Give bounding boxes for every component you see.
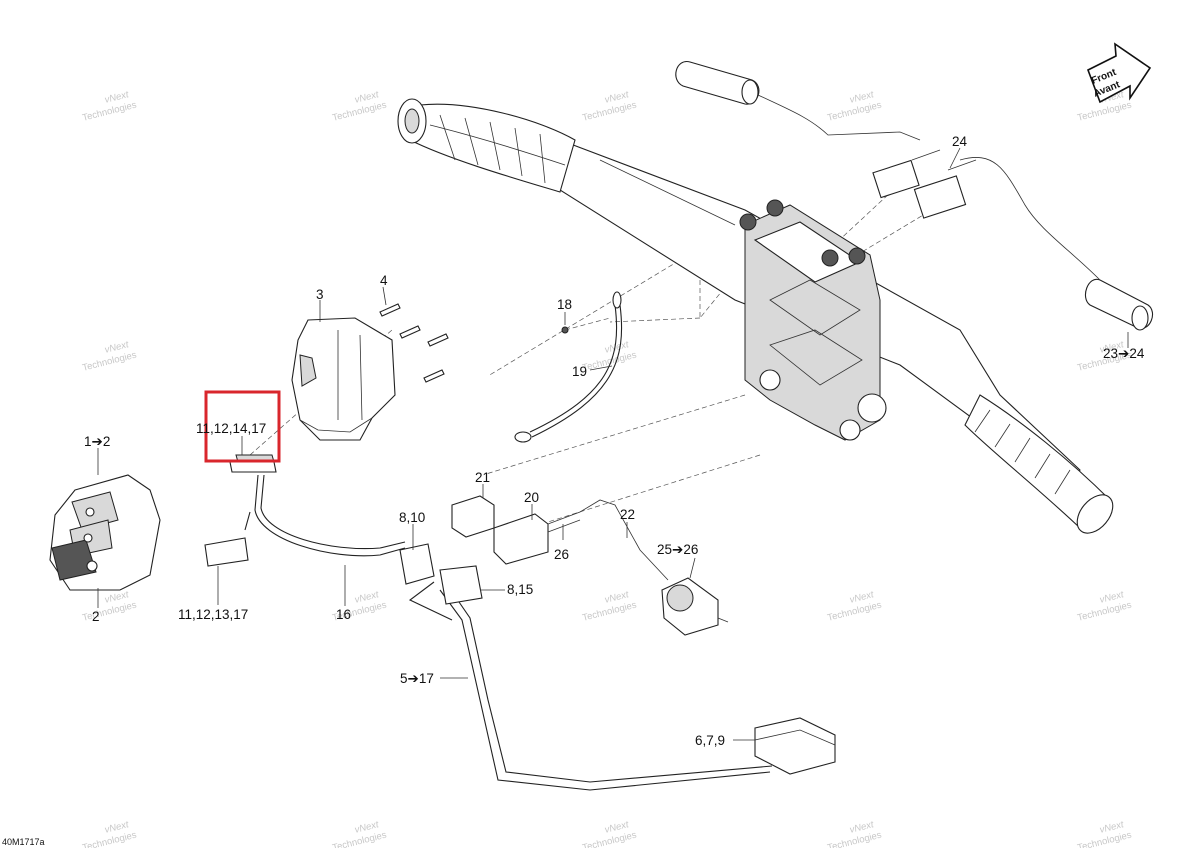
highlight-box	[204, 390, 281, 463]
callout-18: 18	[557, 297, 572, 312]
housing-cover	[291, 317, 396, 441]
callout-6-7-9: 6,7,9	[695, 733, 725, 748]
callout-25-to-26: 25➔26	[657, 542, 698, 557]
callout-8-15: 8,15	[507, 582, 533, 597]
handlebar	[397, 98, 1114, 534]
callout-4: 4	[380, 273, 388, 288]
callout-19: 19	[572, 364, 587, 379]
front-arrow-icon: Front Avant	[1086, 42, 1152, 104]
callout-24: 24	[952, 134, 968, 149]
callout-5-to-17: 5➔17	[400, 671, 434, 686]
callout-1-to-2: 1➔2	[84, 434, 110, 449]
callout-11-12-13-17: 11,12,13,17	[178, 607, 248, 622]
callout-11-12-14-17: 11,12,14,17	[196, 421, 266, 436]
callout-leaders	[97, 147, 1129, 741]
heated-grip-elements	[675, 61, 1153, 331]
callout-8-10: 8,10	[399, 510, 425, 525]
switch-housing	[49, 474, 161, 591]
heated-grip-switch	[661, 577, 729, 636]
callout-21: 21	[475, 470, 490, 485]
callout-20: 20	[524, 490, 539, 505]
callout-3: 3	[316, 287, 324, 302]
callout-22: 22	[620, 507, 635, 522]
control-module	[754, 717, 836, 775]
figure-code: 40M1717a	[2, 837, 45, 847]
screws	[379, 303, 569, 383]
connectors-center	[451, 495, 669, 581]
callout-16: 16	[336, 607, 351, 622]
callout-labels: 1➔2 2 3 4 5➔17 6,7,9 8,10 8,15 11,12,14,…	[84, 134, 1145, 748]
callout-26: 26	[554, 547, 569, 562]
ground-cable	[514, 291, 623, 443]
callout-23-to-24: 23➔24	[1103, 346, 1145, 361]
callout-2: 2	[92, 609, 100, 624]
